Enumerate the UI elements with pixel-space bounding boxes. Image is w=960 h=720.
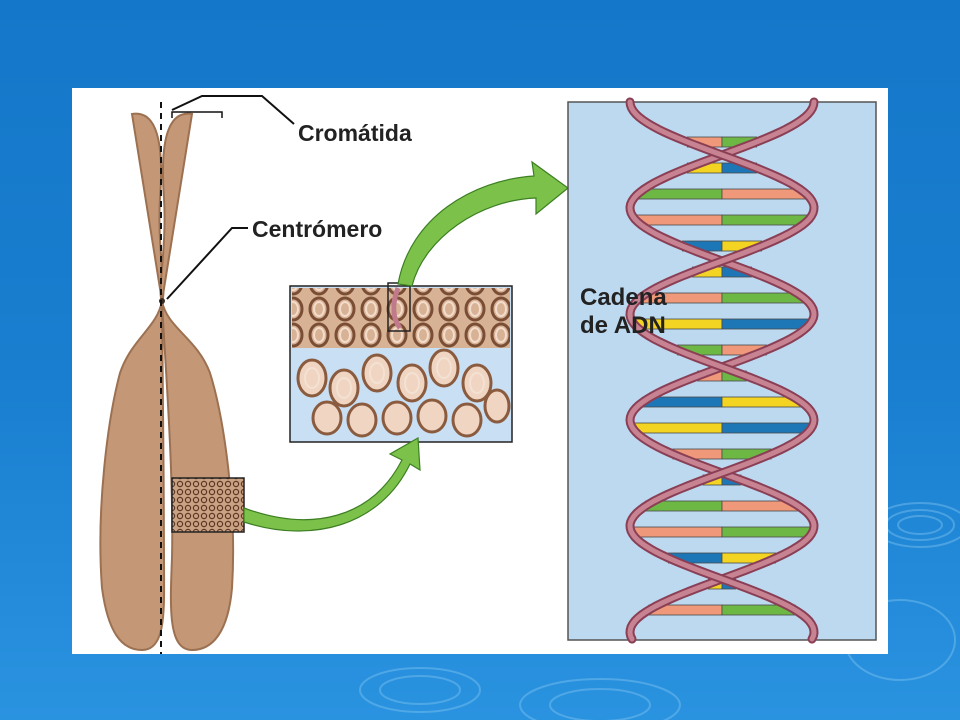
base-right [721,188,807,200]
base-left [631,526,723,538]
base-left [637,188,723,200]
base-left [632,422,723,434]
base-right [721,422,812,434]
zoom-arrow-lower [243,437,421,532]
dna-label-line2: de ADN [580,312,666,339]
dna-strand-a-highlight [627,99,817,642]
chromatin-zoom-box [171,477,245,533]
diagram-canvas [99,95,877,654]
base-left [635,214,723,226]
chromatid-right [159,112,235,652]
chromatid-label: Cromátida [298,120,412,146]
base-right [721,214,809,226]
zoom-arrow-upper [397,160,569,287]
dna-strand-b-highlight [627,99,817,642]
dna-label-line1: Cadena [580,284,667,311]
chromatid-pointer [171,95,295,125]
base-right [721,318,811,330]
centromere-label: Centrómero [252,216,383,242]
chromatin-coil-panel [289,282,513,443]
chromosome-dna-figure: Cromátida Centrómero Cadena de ADN [72,88,888,654]
chromatid-left [99,112,166,652]
centromere-pointer [166,227,248,300]
base-right [721,526,813,538]
chromatid-bracket [171,111,223,118]
dna-base-pairs [631,136,813,616]
